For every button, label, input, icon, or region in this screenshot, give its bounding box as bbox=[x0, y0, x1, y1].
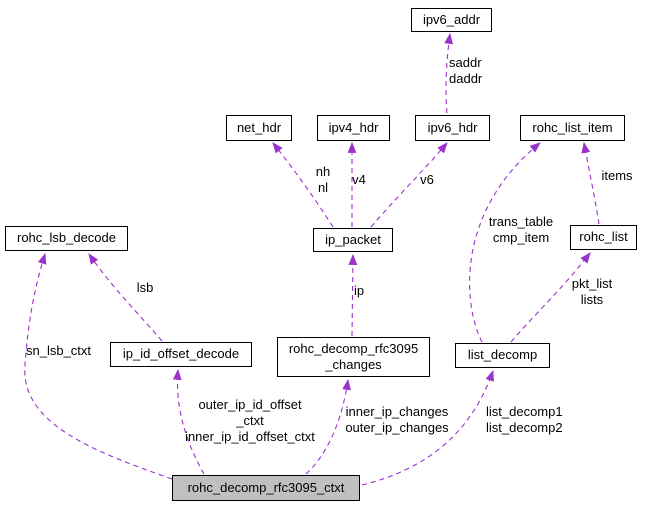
edge-rohc_decomp_rfc3095_ctxt-to-rohc_decomp_rfc3095_changes bbox=[305, 378, 351, 475]
edge-list_decomp-to-rohc_list bbox=[510, 252, 591, 343]
node-rohc_list_item[interactable]: rohc_list_item bbox=[520, 115, 625, 141]
node-ip_packet[interactable]: ip_packet bbox=[313, 228, 393, 252]
edge-ipv6_hdr-to-ipv6_addr bbox=[444, 32, 453, 114]
node-ipv6_hdr[interactable]: ipv6_hdr bbox=[415, 115, 490, 141]
node-ip_id_offset_decode[interactable]: ip_id_offset_decode bbox=[110, 342, 252, 367]
edge-ip_packet-to-net_hdr bbox=[272, 142, 334, 228]
edge-label-rohc_list-to-rohc_list_item: items bbox=[601, 168, 633, 183]
edge-ip_packet-to-ipv6_hdr bbox=[370, 142, 448, 228]
edge-label-ip_id_offset_decode-to-rohc_lsb_decode: lsb bbox=[136, 280, 154, 295]
node-rohc_list[interactable]: rohc_list bbox=[570, 225, 637, 250]
edge-label-list_decomp-to-rohc_list_item: trans_table cmp_item bbox=[488, 214, 554, 245]
edge-label-ip_packet-to-ipv4_hdr: v4 bbox=[352, 172, 366, 187]
node-ipv6_addr[interactable]: ipv6_addr bbox=[411, 8, 492, 32]
edge-label-rohc_decomp_rfc3095_ctxt-to-list_decomp: list_decomp1 list_decomp2 bbox=[486, 404, 563, 435]
edge-rohc_decomp_rfc3095_ctxt-to-rohc_lsb_decode bbox=[24, 252, 173, 480]
edge-label-rohc_decomp_rfc3095_ctxt-to-rohc_decomp_rfc3095_changes: inner_ip_changes outer_ip_changes bbox=[345, 404, 449, 435]
node-net_hdr[interactable]: net_hdr bbox=[226, 115, 292, 141]
edge-label-list_decomp-to-rohc_list: pkt_list lists bbox=[571, 276, 613, 307]
edge-label-rohc_decomp_rfc3095_changes-to-ip_packet: ip bbox=[353, 283, 365, 298]
edge-label-ip_packet-to-ipv6_hdr: v6 bbox=[420, 172, 434, 187]
edge-label-rohc_decomp_rfc3095_ctxt-to-ip_id_offset_decode: outer_ip_id_offset _ctxt inner_ip_id_off… bbox=[185, 397, 315, 444]
edge-rohc_decomp_rfc3095_changes-to-ip_packet bbox=[348, 253, 358, 337]
node-ipv4_hdr[interactable]: ipv4_hdr bbox=[317, 115, 390, 141]
edge-rohc_decomp_rfc3095_ctxt-to-ip_id_offset_decode bbox=[172, 368, 205, 475]
node-rohc_decomp_rfc3095_changes[interactable]: rohc_decomp_rfc3095 _changes bbox=[277, 337, 430, 377]
edge-label-ipv6_hdr-to-ipv6_addr: saddr daddr bbox=[449, 55, 483, 86]
edge-ip_id_offset_decode-to-rohc_lsb_decode bbox=[88, 253, 163, 342]
edge-label-rohc_decomp_rfc3095_ctxt-to-rohc_lsb_decode: sn_lsb_ctxt bbox=[26, 343, 92, 358]
edge-rohc_list-to-rohc_list_item bbox=[581, 141, 600, 225]
node-list_decomp[interactable]: list_decomp bbox=[455, 343, 550, 368]
edge-list_decomp-to-rohc_list_item bbox=[469, 142, 541, 343]
edge-label-ip_packet-to-net_hdr: nh nl bbox=[315, 164, 331, 195]
node-rohc_lsb_decode[interactable]: rohc_lsb_decode bbox=[5, 226, 128, 251]
node-rohc_decomp_rfc3095_ctxt: rohc_decomp_rfc3095_ctxt bbox=[172, 475, 360, 501]
